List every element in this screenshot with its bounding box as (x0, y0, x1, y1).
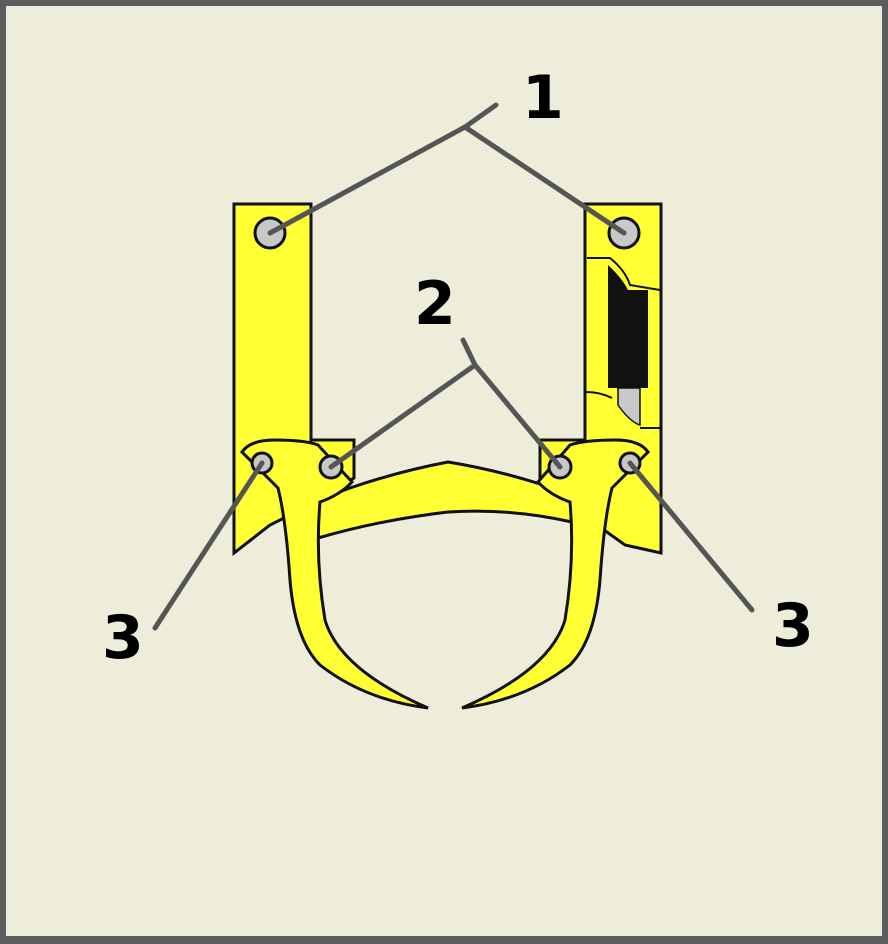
right-arm-slot (608, 265, 648, 388)
label-1: 1 (522, 63, 564, 133)
leader-2-right (472, 362, 563, 470)
leader-3-right (627, 460, 755, 613)
right-jaw (461, 438, 650, 710)
leader-1-right (462, 124, 627, 236)
right-arm-slot-top-curve (587, 257, 661, 291)
right-arm-divider-1 (585, 391, 613, 399)
label-2: 2 (414, 269, 456, 339)
crossbar (316, 460, 574, 540)
label-3-left: 3 (102, 603, 144, 673)
left-jaw (240, 438, 429, 710)
label-3-right: 3 (772, 591, 814, 661)
leader-3-left (152, 460, 265, 631)
right-arm-blade (617, 387, 641, 427)
leader-1 (267, 102, 499, 236)
